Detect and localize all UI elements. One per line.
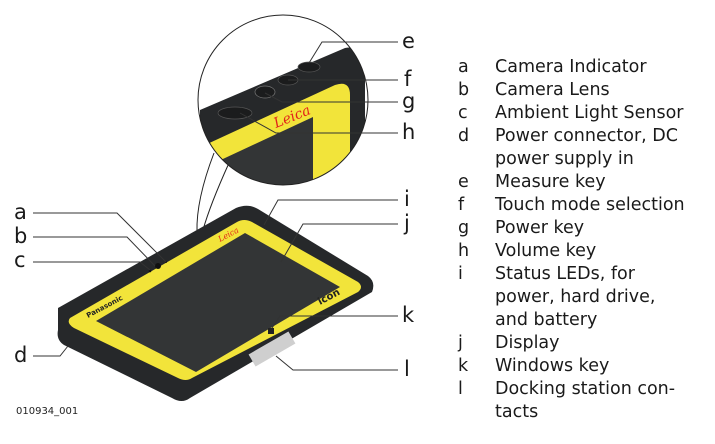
magnifier-tail xyxy=(196,152,230,233)
callout-e: e xyxy=(402,29,415,53)
legend-text: Display xyxy=(495,333,560,353)
legend-letter: k xyxy=(458,356,469,376)
legend-text: Ambient Light Sensor xyxy=(495,103,684,123)
callout-k: k xyxy=(402,303,415,327)
legend-letter: d xyxy=(458,126,470,146)
callout-h: h xyxy=(402,120,416,144)
legend-text: Measure key xyxy=(495,172,606,192)
legend-letter xyxy=(458,286,495,309)
volume-key xyxy=(217,106,253,120)
legend-item: i Status LEDs, for xyxy=(458,263,685,286)
callout-f: f xyxy=(404,67,412,91)
legend-letter: c xyxy=(458,103,468,123)
legend-item: g Power key xyxy=(458,217,685,240)
legend-item: c Ambient Light Sensor xyxy=(458,102,685,125)
windows-key-icon xyxy=(268,328,274,334)
legend-item: h Volume key xyxy=(458,240,685,263)
camera-lens xyxy=(155,263,161,269)
callout-c: c xyxy=(14,248,26,272)
callout-l: l xyxy=(404,357,410,381)
legend-text: tacts xyxy=(495,402,539,422)
legend-item: b Camera Lens xyxy=(458,79,685,102)
legend-item: f Touch mode selection xyxy=(458,194,685,217)
callout-a: a xyxy=(14,200,27,224)
legend-text: power, hard drive, xyxy=(495,287,656,307)
legend-item: a Camera Indicator xyxy=(458,56,685,79)
legend-text: Windows key xyxy=(495,356,610,376)
magnifier-circle xyxy=(197,14,369,186)
legend-item: power supply in xyxy=(458,148,685,171)
legend-text: Power key xyxy=(495,218,585,238)
legend-item: k Windows key xyxy=(458,355,685,378)
tablet: Leica Panasonic icon xyxy=(57,205,374,401)
callout-i: i xyxy=(404,187,410,211)
legend-item: e Measure key xyxy=(458,171,685,194)
measure-key xyxy=(297,61,321,73)
callout-j: j xyxy=(404,211,410,235)
magnifier-detail: Leica xyxy=(198,15,368,185)
legend-text: Power connector, DC xyxy=(495,126,678,146)
legend-letter: l xyxy=(458,379,463,399)
legend-letter: h xyxy=(458,241,470,261)
legend-item: power, hard drive, xyxy=(458,286,685,309)
leader-lines xyxy=(33,41,398,371)
legend-item: j Display xyxy=(458,332,685,355)
docking-contacts xyxy=(248,331,296,367)
legend-text: and battery xyxy=(495,310,598,330)
figure-id: 010934_001 xyxy=(16,406,79,417)
callout-b: b xyxy=(14,224,28,248)
power-key xyxy=(254,85,276,99)
legend-item: d Power connector, DC xyxy=(458,125,685,148)
legend-letter: g xyxy=(458,218,470,238)
callout-d: d xyxy=(14,343,28,367)
legend-text: Docking station con- xyxy=(495,379,676,399)
legend-letter: j xyxy=(458,333,463,353)
legend-text: Touch mode selection xyxy=(495,195,685,215)
legend-text: Status LEDs, for xyxy=(495,264,635,284)
legend-text: Camera Indicator xyxy=(495,57,647,77)
legend-item: tacts xyxy=(458,401,685,424)
callout-g: g xyxy=(402,89,416,113)
legend-letter xyxy=(458,401,495,424)
legend-text: Camera Lens xyxy=(495,80,610,100)
legend-item: and battery xyxy=(458,309,685,332)
legend-text: Volume key xyxy=(495,241,597,261)
legend-letter xyxy=(458,309,495,332)
display xyxy=(96,233,340,372)
legend-letter: a xyxy=(458,57,469,77)
legend-item: l Docking station con- xyxy=(458,378,685,401)
legend-letter: e xyxy=(458,172,469,192)
legend-letter: i xyxy=(458,264,463,284)
legend-letter: f xyxy=(458,195,465,215)
legend-text: power supply in xyxy=(495,149,634,169)
legend-letter: b xyxy=(458,80,470,100)
legend: a Camera Indicator b Camera Lens c Ambient Li… xyxy=(458,56,685,424)
legend-letter xyxy=(458,148,495,171)
